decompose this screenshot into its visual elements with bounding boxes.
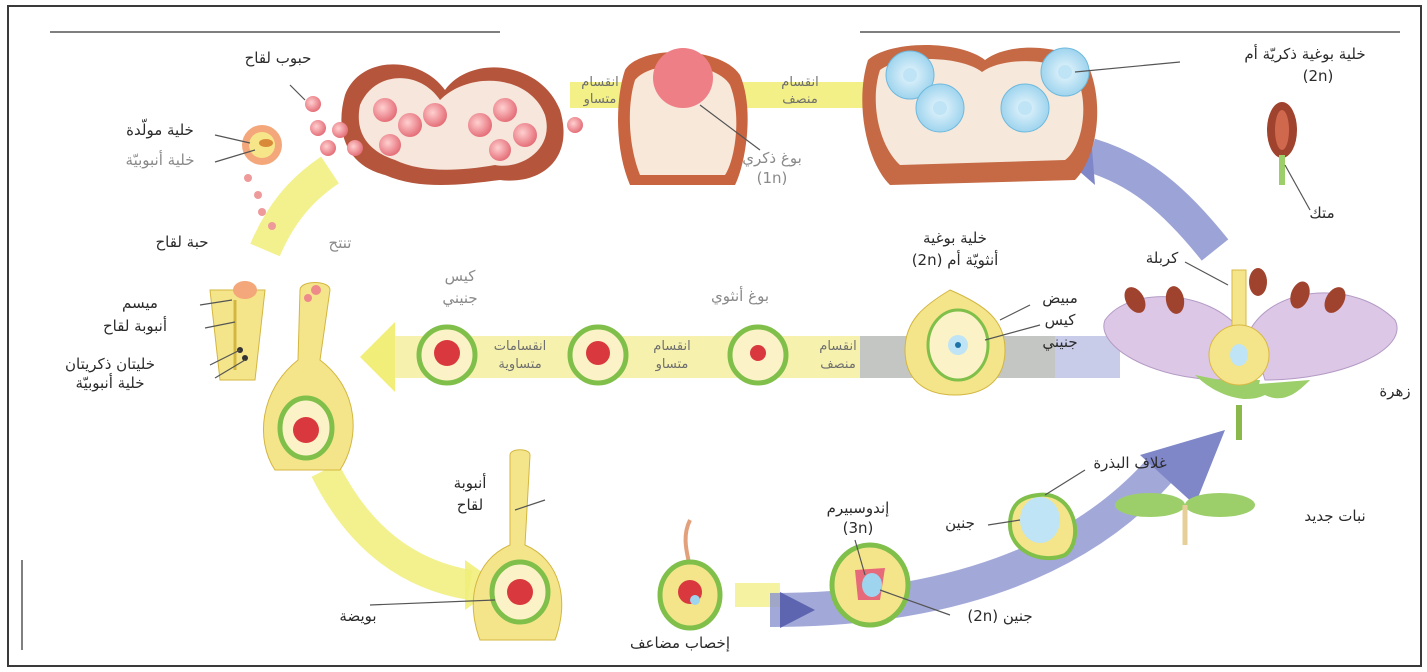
label-seed-coat: غلاف البذرة — [1093, 455, 1166, 472]
label-pollen-grain: حبة لقاح — [155, 234, 208, 251]
label-anther: متك — [1309, 205, 1334, 222]
ovule-stage-3 — [419, 327, 475, 383]
label-top-mid-2: متساو — [584, 93, 617, 108]
label-male-mother-cell: خلية بوغية ذكريّة أم — [1244, 46, 1365, 63]
label-pistil: كربلة — [1146, 250, 1179, 267]
label-mid-arrow-2a: انقسام — [653, 340, 690, 355]
label-female-mother-2: أنثويّة أم (2n) — [912, 252, 999, 269]
label-female-spore: بوغ أنثوي — [711, 288, 769, 305]
seed-with-embryo — [1010, 495, 1075, 558]
ovule-stage-2 — [570, 327, 626, 383]
label-generative-cell: خلية مولّدة — [126, 122, 194, 139]
blue-arrow-up — [1090, 155, 1215, 250]
label-double-fertilization: إخصاب مضاعف — [630, 635, 730, 652]
label-tube-cell-top: خلية أنبوبيّة — [126, 152, 195, 169]
pollen-grain-detail — [242, 125, 282, 165]
label-two-male-cells: خليتان ذكريتان — [65, 356, 155, 373]
label-pollen-tube-left: أنبوبة لقاح — [103, 318, 167, 335]
middle-arrow-head — [360, 322, 395, 392]
label-embryo-sac-right-1: كيس — [1045, 312, 1076, 329]
blue-arrow-bottom — [770, 470, 1160, 610]
label-endosperm: إندوسبيرم — [827, 500, 890, 517]
label-meiosis-top-2: منصف — [782, 93, 818, 108]
label-mid-arrow-1b: متساوية — [498, 358, 541, 373]
label-embryo-2n: جنين (2n) — [967, 608, 1032, 625]
label-mid-arrow-2b: متساو — [656, 358, 689, 373]
seed-endosperm — [832, 545, 908, 625]
seedling — [1115, 493, 1255, 545]
stamen-small — [1267, 102, 1297, 185]
anther-cross-section-right — [862, 45, 1097, 185]
label-endosperm-ploidy: (3n) — [843, 520, 874, 537]
male-spore-detail — [618, 48, 748, 185]
label-pollen-grains: حبوب لقاح — [245, 50, 312, 67]
label-flower: زهرة — [1379, 383, 1410, 400]
label-germination: تنتح — [329, 235, 352, 252]
label-female-mother-1: خلية بوغية — [923, 230, 987, 247]
germination-arrow — [265, 170, 330, 250]
label-top-mid-1: انقسام — [581, 76, 618, 91]
label-embryo-sac-left-2: جنيني — [442, 290, 477, 307]
pistil-with-tube — [263, 283, 353, 471]
label-embryo-sac-left-1: كيس — [445, 268, 476, 285]
label-mid-arrow-1a: انقسامات — [494, 340, 547, 355]
label-male-spore: بوغ ذكري — [742, 150, 801, 167]
label-embryo-sac-right-2: جنيني — [1042, 334, 1077, 351]
label-stigma: ميسم — [122, 295, 158, 312]
label-male-spore-ploidy: (1n) — [757, 170, 788, 187]
ovule-mother-cell — [905, 290, 1005, 395]
label-pollen-tube-bottom-2: لقاح — [457, 497, 483, 514]
label-embryo-in-seed: جنين — [945, 515, 975, 532]
fertilized-ovule — [660, 520, 720, 628]
label-meiosis-top-1: انقسام — [781, 76, 818, 91]
label-male-mother-ploidy: (2n) — [1303, 68, 1334, 85]
label-mid-arrow-3a: انقسام — [819, 340, 856, 355]
label-pollen-tube-bottom-1: أنبوبة — [454, 475, 487, 492]
label-new-plant: نبات جديد — [1304, 508, 1365, 525]
label-tube-cell-left: خلية أنبوبيّة — [76, 375, 145, 392]
label-ovary: مبيض — [1042, 290, 1077, 307]
label-mid-arrow-3b: منصف — [820, 358, 856, 373]
flower-drawing — [1104, 268, 1397, 440]
ovule-stage-1 — [730, 327, 786, 383]
fertilization-arrow — [325, 470, 470, 585]
anther-cross-section-left — [341, 64, 563, 185]
label-ovule: بويضة — [339, 608, 376, 625]
